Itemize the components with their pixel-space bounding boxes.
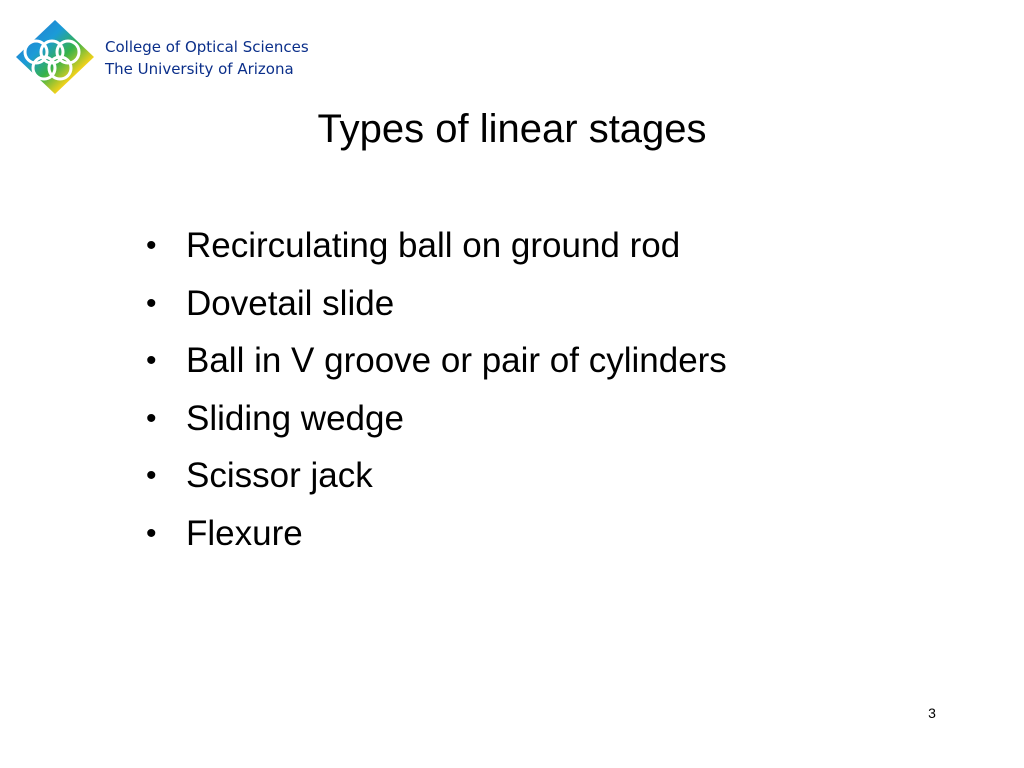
bullet-icon: •: [146, 401, 157, 435]
bullet-text: Flexure: [186, 513, 303, 553]
bullet-item: • Scissor jack: [146, 450, 727, 508]
bullet-text: Recirculating ball on ground rod: [186, 226, 681, 265]
bullet-item: • Flexure: [146, 508, 727, 566]
bullet-text: Dovetail slide: [186, 283, 395, 323]
college-logo-icon: [14, 18, 96, 96]
org-line-college: College of Optical Sciences: [105, 38, 309, 56]
bullet-list: • Recirculating ball on ground rod • Dovet…: [146, 220, 727, 565]
organization-name: College of Optical Sciences The Universi…: [105, 36, 309, 80]
bullet-item: • Dovetail slide: [146, 278, 727, 336]
bullet-icon: •: [146, 286, 157, 320]
bullet-item: • Sliding wedge: [146, 393, 727, 451]
bullet-item: • Ball in V groove or pair of cylinders: [146, 335, 727, 393]
bullet-text: Ball in V groove or pair of cylinders: [186, 341, 727, 380]
slide-title: Types of linear stages: [317, 107, 707, 151]
bullet-icon: •: [146, 459, 157, 492]
bullet-text: Scissor jack: [186, 456, 373, 495]
bullet-icon: •: [146, 344, 157, 377]
bullet-icon: •: [146, 229, 157, 262]
bullet-text: Sliding wedge: [186, 398, 404, 438]
org-line-university: The University of Arizona: [105, 60, 294, 78]
page-number: 3: [928, 705, 936, 721]
bullet-item: • Recirculating ball on ground rod: [146, 220, 727, 278]
bullet-icon: •: [146, 516, 157, 550]
